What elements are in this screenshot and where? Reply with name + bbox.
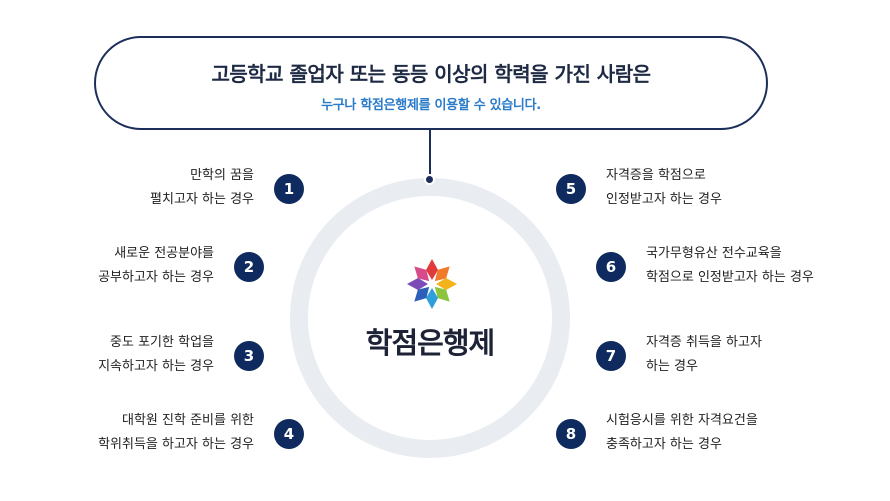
item-4-text: 대학원 진학 준비를 위한 학위취득을 하고자 하는 경우 xyxy=(98,409,254,457)
headline-title: 고등학교 졸업자 또는 동등 이상의 학력을 가진 사람은 xyxy=(211,62,651,86)
item-4-line2: 학위취득을 하고자 하는 경우 xyxy=(98,437,254,452)
logo-petal xyxy=(414,266,430,282)
item-5-text: 자격증을 학점으로 인정받고자 하는 경우 xyxy=(606,164,722,212)
item-1-text: 만학의 꿈을 펼치고자 하는 경우 xyxy=(150,164,254,212)
logo-center xyxy=(428,280,436,288)
center-ring xyxy=(290,178,570,458)
logo-petal xyxy=(434,286,450,302)
item-8-badge: 8 xyxy=(556,419,586,449)
item-8-text: 시험응시를 위한 자격요건을 충족하고자 하는 경우 xyxy=(606,409,758,457)
item-6-text: 국가무형유산 전수교육을 학점으로 인정받고자 하는 경우 xyxy=(646,242,814,290)
item-6-line2: 학점으로 인정받고자 하는 경우 xyxy=(646,270,814,285)
item-1-badge: 1 xyxy=(274,174,304,204)
item-3-line1: 중도 포기한 학업을 xyxy=(110,335,214,350)
item-5-line2: 인정받고자 하는 경우 xyxy=(606,192,722,207)
headline-box: 고등학교 졸업자 또는 동등 이상의 학력을 가진 사람은 누구나 학점은행제를… xyxy=(94,36,768,130)
connector-line xyxy=(429,130,431,178)
flower-logo-icon xyxy=(407,259,457,309)
item-4-line1: 대학원 진학 준비를 위한 xyxy=(122,413,254,428)
item-8-line1: 시험응시를 위한 자격요건을 xyxy=(606,413,758,428)
center-label: 학점은행제 xyxy=(365,326,495,360)
headline-subtitle: 누구나 학점은행제를 이용할 수 있습니다. xyxy=(321,98,541,113)
connector-dot xyxy=(424,174,435,185)
item-4-badge: 4 xyxy=(274,419,304,449)
logo-petal xyxy=(414,286,430,302)
item-2-text: 새로운 전공분야를 공부하고자 하는 경우 xyxy=(98,242,214,290)
item-3-badge: 3 xyxy=(234,341,264,371)
logo-petal xyxy=(426,288,438,309)
item-3-line2: 지속하고자 하는 경우 xyxy=(98,359,214,374)
item-7-badge: 7 xyxy=(596,341,626,371)
item-8-line2: 충족하고자 하는 경우 xyxy=(606,437,722,452)
item-7-line2: 하는 경우 xyxy=(646,359,698,374)
logo-petal xyxy=(434,266,450,282)
item-6-line1: 국가무형유산 전수교육을 xyxy=(646,246,782,261)
logo-petal xyxy=(407,278,428,290)
logo-petal xyxy=(436,278,457,290)
item-5-line1: 자격증을 학점으로 xyxy=(606,168,706,183)
item-2-line1: 새로운 전공분야를 xyxy=(114,246,214,261)
item-1-line1: 만학의 꿈을 xyxy=(190,168,254,183)
item-5-badge: 5 xyxy=(556,174,586,204)
logo-petal xyxy=(426,259,438,280)
item-6-badge: 6 xyxy=(596,252,626,282)
item-3-text: 중도 포기한 학업을 지속하고자 하는 경우 xyxy=(98,331,214,379)
item-2-badge: 2 xyxy=(234,252,264,282)
item-7-text: 자격증 취득을 하고자 하는 경우 xyxy=(646,331,762,379)
item-7-line1: 자격증 취득을 하고자 xyxy=(646,335,762,350)
item-1-line2: 펼치고자 하는 경우 xyxy=(150,192,254,207)
item-2-line2: 공부하고자 하는 경우 xyxy=(98,270,214,285)
